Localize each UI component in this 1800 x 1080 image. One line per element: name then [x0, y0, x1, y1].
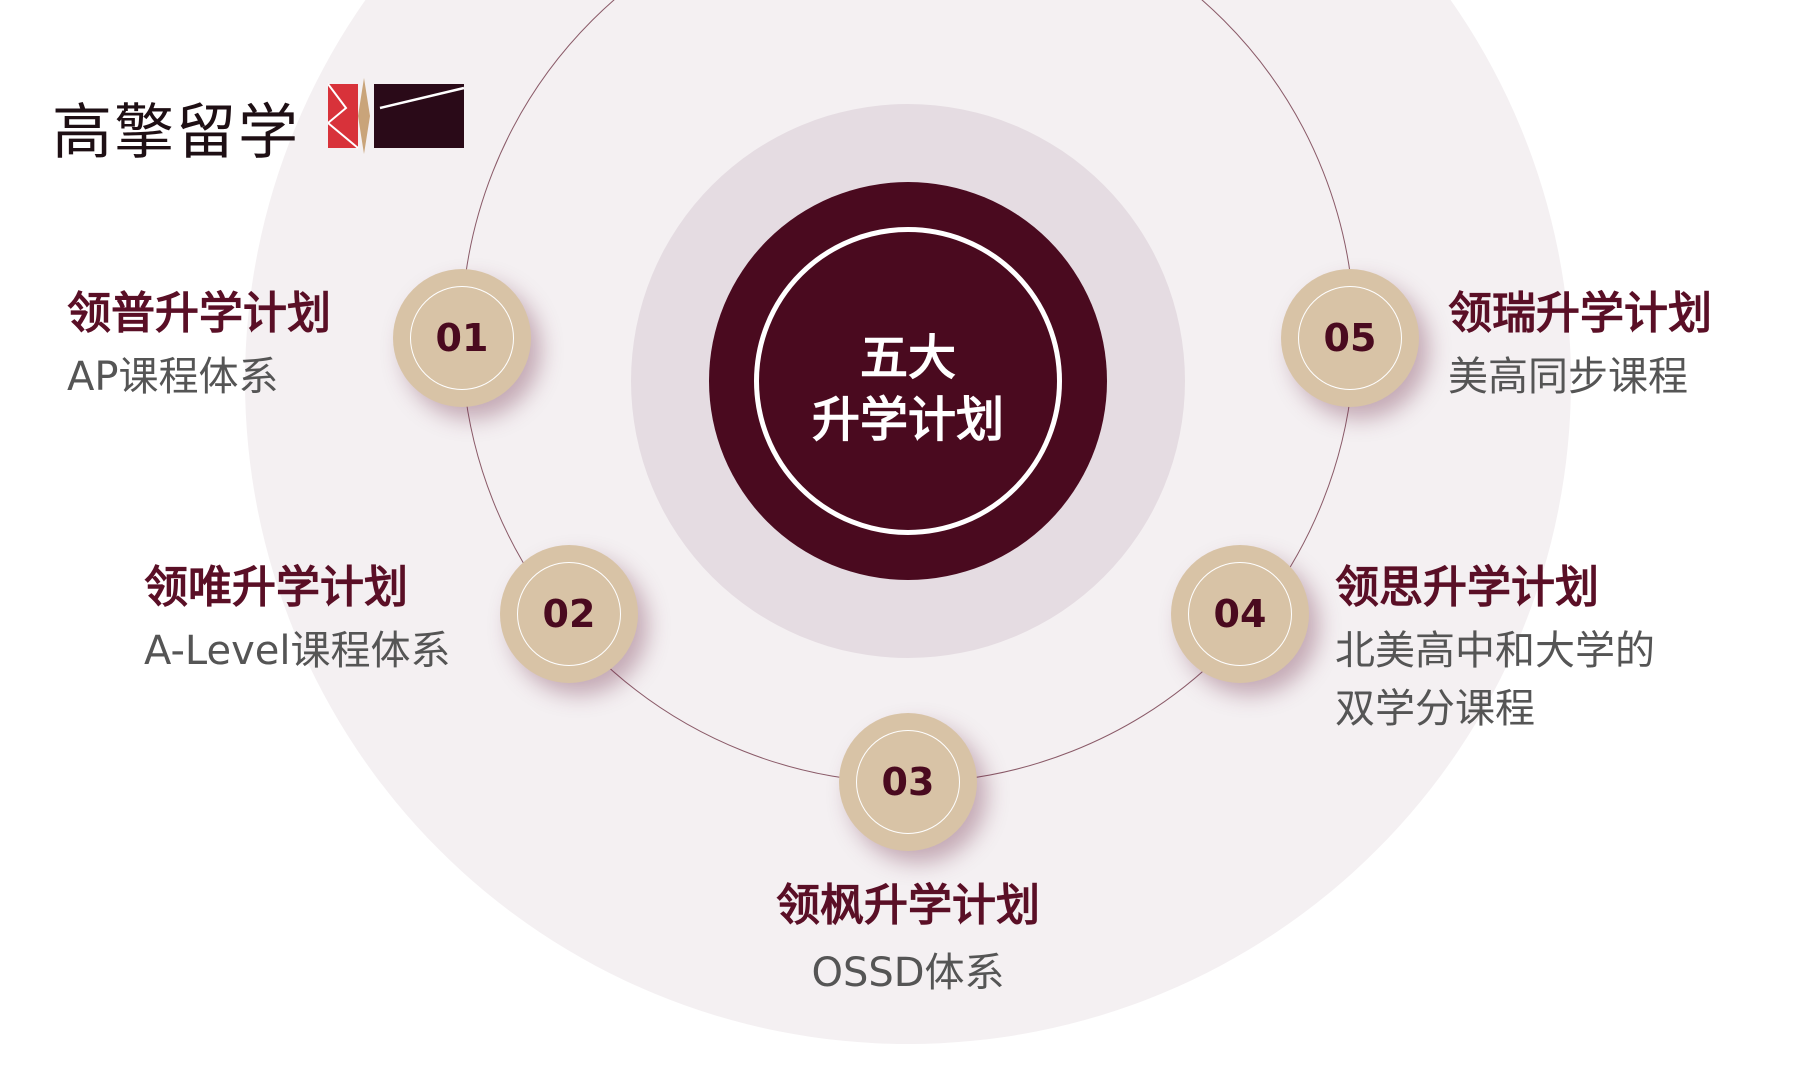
plan-title: 领思升学计划: [1335, 562, 1599, 613]
plan-subtitle: 美高同步课程: [1448, 354, 1688, 400]
plan-title: 领瑞升学计划: [1448, 288, 1712, 339]
plan-number: 01: [410, 286, 514, 390]
center-title-line2: 升学计划: [811, 392, 1004, 448]
plan-title: 领普升学计划: [67, 288, 331, 339]
plan-number: 05: [1298, 286, 1402, 390]
plan-subtitle: AP课程体系: [67, 354, 279, 400]
plan-subtitle: 北美高中和大学的: [1335, 628, 1655, 674]
center-ring: [754, 227, 1062, 535]
plan-badge-05: 05: [1281, 269, 1419, 407]
plan-title: 领唯升学计划: [144, 562, 408, 613]
plan-number: 03: [856, 730, 960, 834]
plan-subtitle: A-Level课程体系: [144, 628, 451, 674]
plan-label-01: 领普升学计划 AP课程体系: [67, 292, 331, 402]
plan-subtitle: OSSD体系: [811, 950, 1005, 996]
plan-label-02: 领唯升学计划 A-Level课程体系: [144, 566, 451, 676]
plan-label-05: 领瑞升学计划 美高同步课程: [1448, 292, 1712, 402]
plan-badge-02: 02: [500, 545, 638, 683]
plan-title: 领枫升学计划: [776, 880, 1040, 931]
plan-subtitle: 双学分课程: [1335, 686, 1535, 732]
brand-logo-icon: [328, 78, 465, 154]
plan-badge-03: 03: [839, 713, 977, 851]
plan-label-03: 领枫升学计划 OSSD体系: [608, 884, 1208, 998]
plan-badge-01: 01: [393, 269, 531, 407]
plan-label-04: 领思升学计划 北美高中和大学的 双学分课程: [1335, 566, 1655, 734]
plan-badge-04: 04: [1171, 545, 1309, 683]
plan-number: 04: [1188, 562, 1292, 666]
brand-name: 高擎留学: [52, 98, 300, 168]
plan-number: 02: [517, 562, 621, 666]
center-title-line1: 五大: [859, 330, 956, 386]
